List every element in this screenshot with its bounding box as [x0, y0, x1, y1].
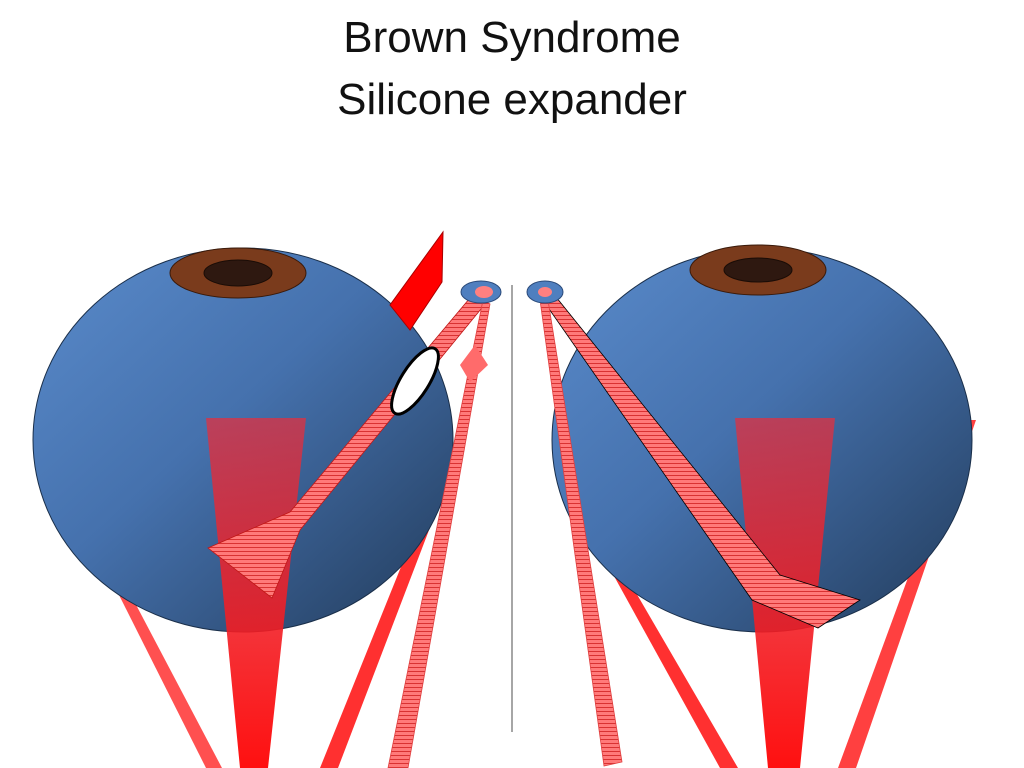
slide-title-line1: Brown Syndrome	[343, 13, 681, 62]
left-superior-oblique-flap	[389, 230, 444, 331]
left-tendon-knot	[460, 345, 488, 382]
left-vertical-muscle	[206, 418, 306, 768]
left-eye	[32, 230, 502, 768]
right-eye	[526, 244, 976, 768]
slide-title-line2: Silicone expander	[337, 75, 687, 124]
right-pupil	[723, 257, 793, 283]
left-trochlea-hole	[475, 286, 493, 298]
left-pupil	[203, 259, 273, 287]
silicone-expander	[390, 346, 440, 416]
right-trochlea-hole	[538, 287, 552, 297]
